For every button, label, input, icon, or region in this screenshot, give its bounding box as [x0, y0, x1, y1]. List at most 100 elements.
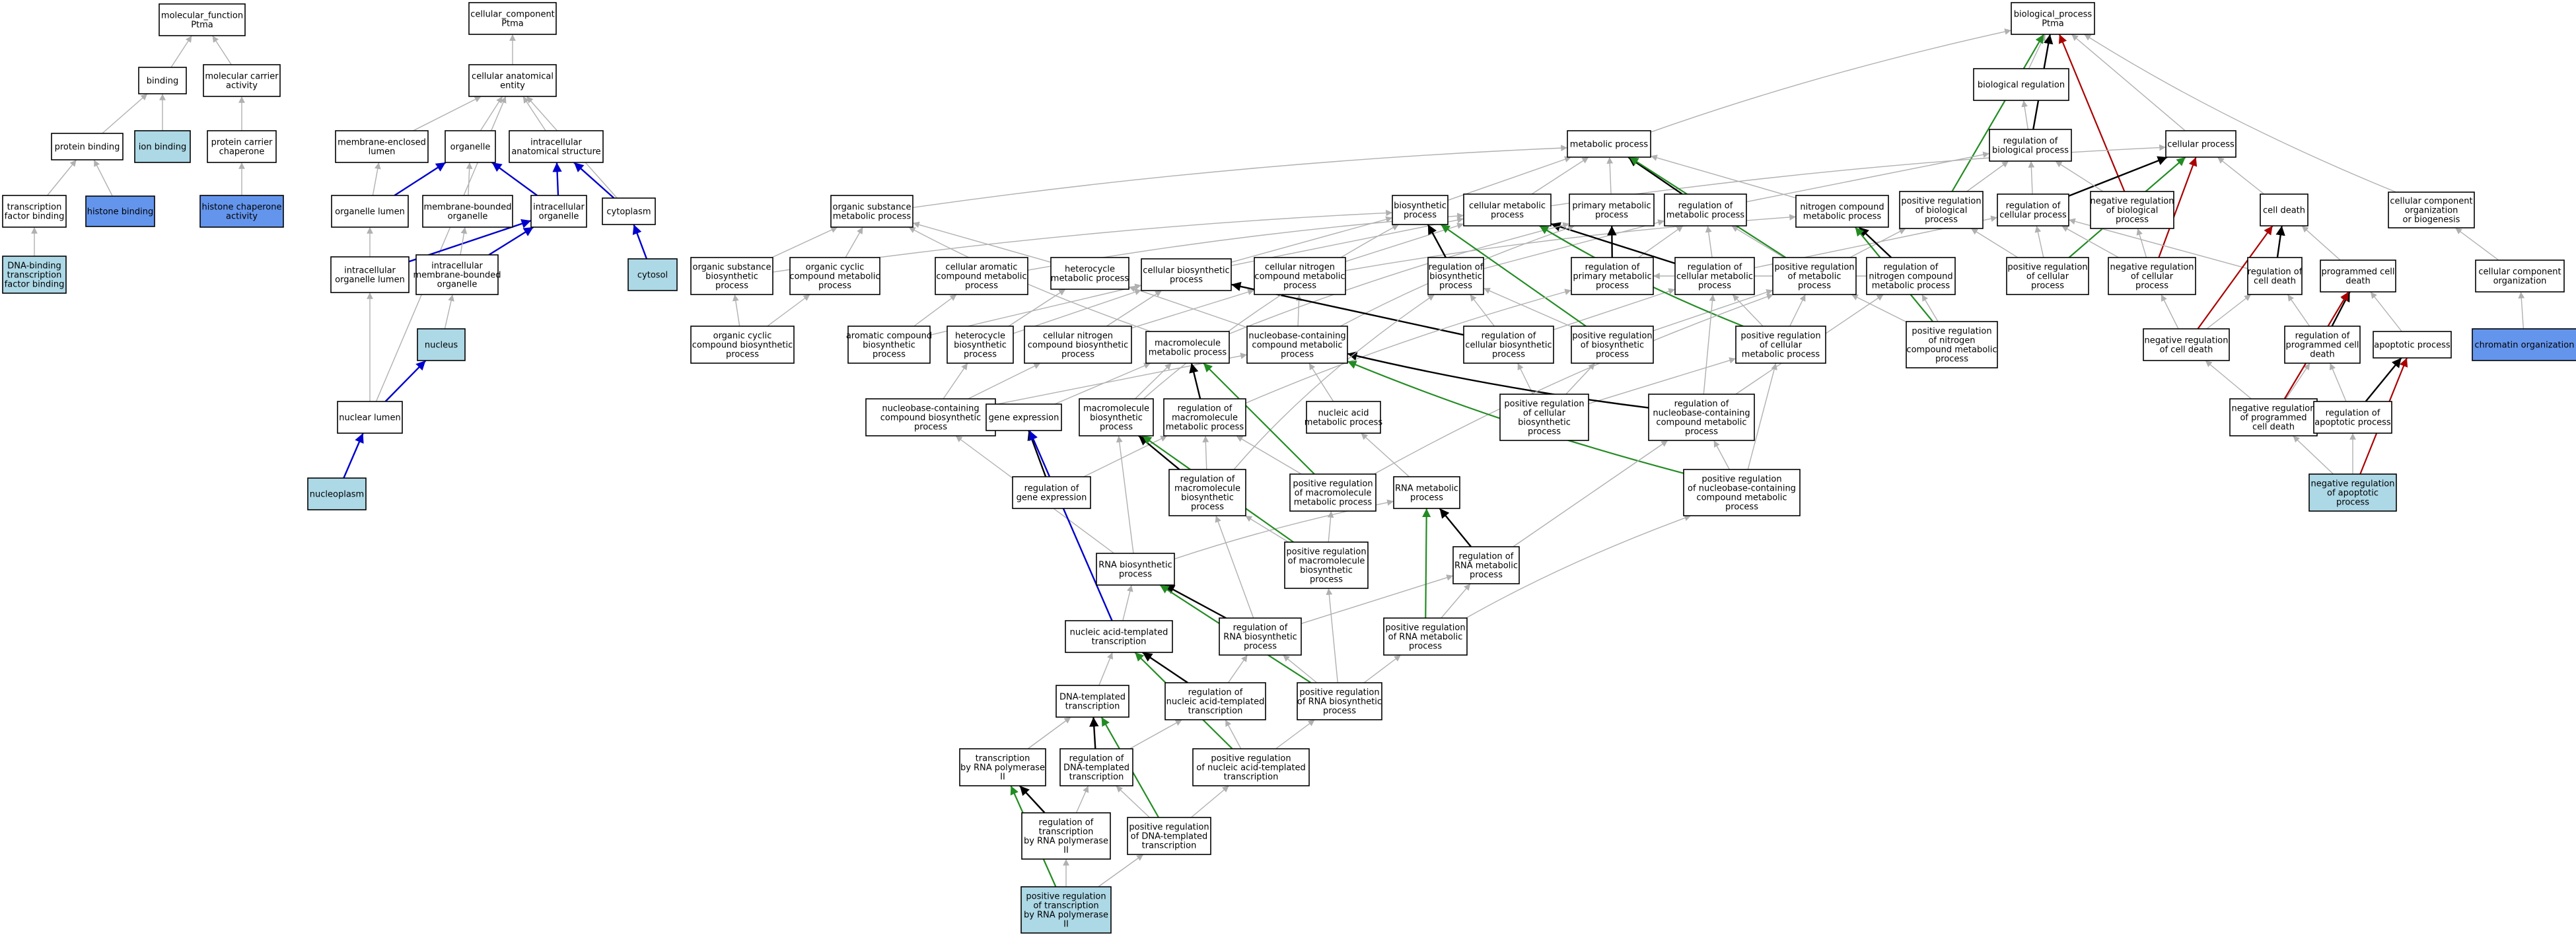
node-nuclumen[interactable]: nuclear lumen [337, 401, 403, 434]
node-apop[interactable]: apoptotic process [2373, 331, 2452, 359]
node-chromorg[interactable]: chromatin organization [2472, 328, 2576, 361]
node-pbind[interactable]: protein binding [51, 133, 124, 160]
node-celldeath[interactable]: cell death [2260, 193, 2308, 226]
node-nucleoplasm[interactable]: nucleoplasm [307, 477, 367, 510]
node-cytosol[interactable]: cytosol [627, 258, 678, 291]
node-cellproc[interactable]: cellular process [2165, 130, 2236, 158]
node-ionb[interactable]: ion binding [134, 130, 191, 163]
node-breg[interactable]: biological regulation [1973, 68, 2069, 101]
node-rnbcmp[interactable]: regulation ofnucleobase-containingcompou… [1648, 394, 1755, 441]
node-orglumen[interactable]: organelle lumen [331, 195, 409, 228]
node-rmbp[interactable]: regulation ofmacromoleculebiosyntheticpr… [1168, 469, 1246, 516]
node-metab[interactable]: metabolic process [1567, 130, 1651, 158]
node-geneexp[interactable]: gene expression [985, 403, 1062, 431]
node-nucleus[interactable]: nucleus [417, 328, 466, 361]
node-cytoplasm[interactable]: cytoplasm [602, 197, 656, 225]
node-hisb[interactable]: histone binding [85, 195, 155, 227]
node-binding[interactable]: binding [138, 67, 187, 94]
